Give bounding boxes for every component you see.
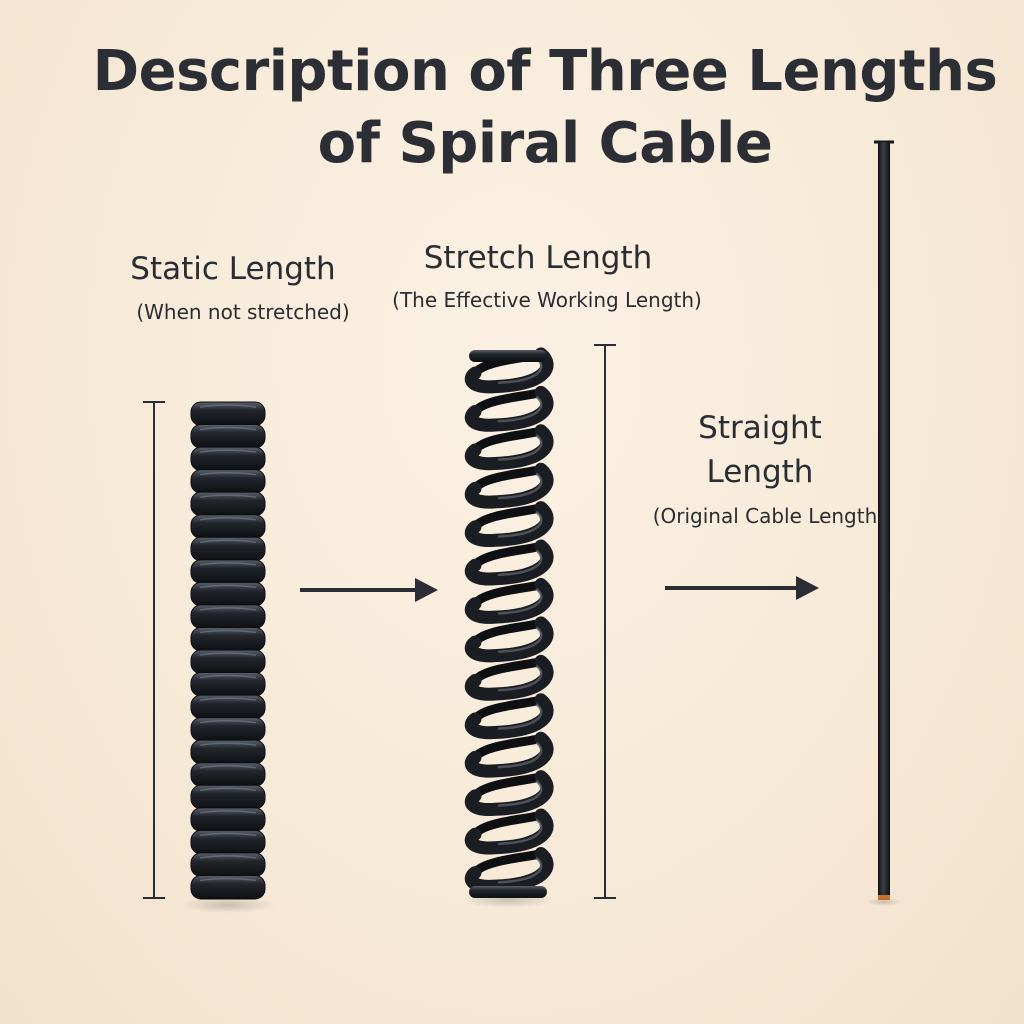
coil-ring-highlight [199,652,257,656]
coil-loop [464,731,554,778]
straight-length-subtitle: (Original Cable Length [652,504,878,528]
straight-length-label: Straight Length [640,406,880,494]
coil-ring-highlight [199,697,257,701]
coil-loop [464,385,554,432]
coil-ring-highlight [199,810,257,814]
coil-ring-highlight [199,539,257,544]
coil-loop-highlight [497,626,543,653]
coil-ring-highlight [199,832,257,837]
coil-loop [464,577,554,624]
title-line-1: Description of Three Lengths [92,39,998,104]
coil-loop [464,693,554,740]
coil-loop [464,539,554,586]
coil-loop [464,770,554,817]
coil-ring [190,874,266,900]
coil-ring-highlight [199,629,257,634]
coil-bottom-cap [469,886,547,898]
coil-loop-highlight [497,818,543,846]
coil-ring-highlight [199,719,257,724]
coil-loop-highlight [497,549,543,577]
coil-loop [464,462,554,509]
coil-loop-highlight [497,396,543,423]
coil-ring-highlight [199,562,257,566]
coil-loop-highlight [497,434,543,461]
coil-ring-highlight [199,855,257,859]
coil-ring-highlight [199,877,257,882]
coil-ring-highlight [199,742,257,746]
coil-ring-highlight [199,426,257,431]
coil-loop-highlight [497,741,543,769]
arrow-right-icon [665,576,819,600]
coil-loop-highlight [497,665,543,692]
straight-length-label-line-2: Length [706,454,814,490]
coil-loop-highlight [497,703,543,730]
coil-ring-highlight [199,787,257,792]
static-coil [180,401,276,913]
coil-loop [464,501,554,548]
diagram-title: Description of Three Lengths of Spiral C… [0,36,1024,180]
coil-loop-highlight [497,780,543,807]
coil-loop-highlight [497,857,543,884]
stretch-coil [462,347,554,908]
coil-loop [464,424,554,471]
stretch-length-subtitle: (The Effective Working Length) [392,288,702,312]
arrow-right-icon [300,578,438,602]
coil-top-cap [469,350,547,362]
stretch-length-bracket [594,344,616,899]
coil-ring-highlight [199,607,257,611]
coil-ring-highlight [199,516,257,521]
static-length-bracket [143,401,165,899]
coil-ring-highlight [199,584,257,589]
coil-loop-highlight [497,472,543,500]
coil-loop-highlight [497,588,543,615]
straight-length-label-line-1: Straight [698,410,822,446]
coil-ring-highlight [199,404,257,408]
coil-loop [464,808,554,855]
coil-ring-highlight [199,494,257,498]
coil-ring-highlight [199,449,257,453]
coil-loop [464,347,554,394]
cable-tip [878,895,890,900]
straight-cable [866,140,902,906]
stretch-length-label: Stretch Length [423,240,653,276]
coil-loop [464,654,554,701]
coil-ring-highlight [199,674,257,679]
static-length-subtitle: (When not stretched) [136,300,350,324]
coil-ring-highlight [199,764,257,769]
title-line-2: of Spiral Cable [317,111,773,176]
coil-loop [464,616,554,663]
static-length-label: Static Length [130,251,336,287]
coil-loop-highlight [497,511,543,538]
coil-ring-highlight [199,471,257,476]
